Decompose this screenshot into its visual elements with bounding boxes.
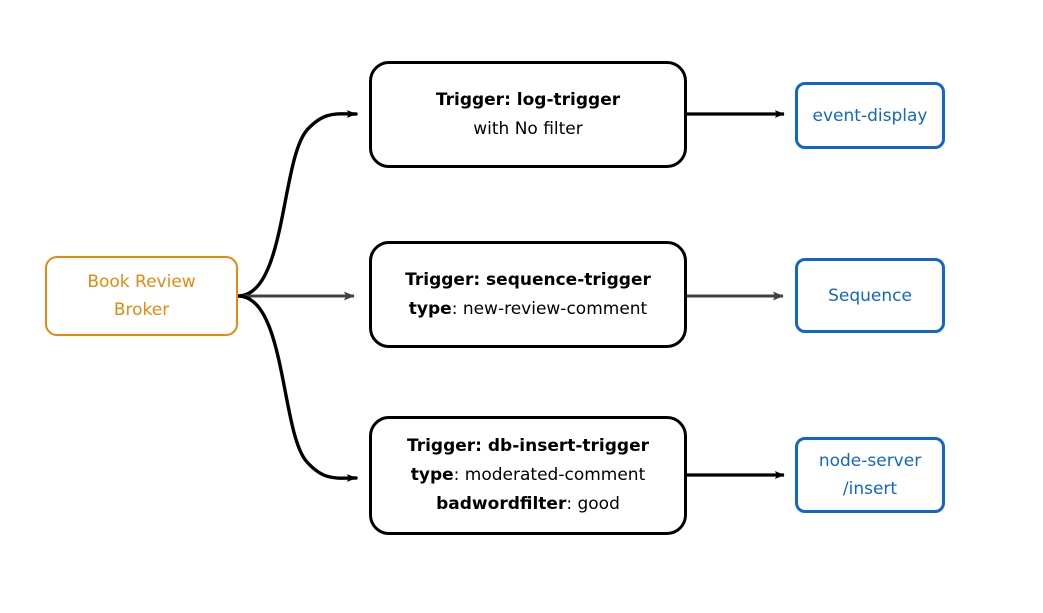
target-3-label-line-1: node-server [818, 451, 922, 471]
trigger-1-detail: with No filter [473, 115, 583, 144]
trigger-1-detail-value: with No filter [473, 118, 583, 139]
trigger-2-detail-value: : new-review-comment [451, 298, 648, 319]
node-target-sequence[interactable]: Sequence [795, 258, 945, 333]
broker-label-line-1: Book Review [87, 272, 196, 292]
node-trigger-sequence-trigger[interactable]: Trigger: sequence-trigger type: new-revi… [369, 241, 687, 348]
edge-broker-to-trigger-1 [237, 109, 358, 298]
broker-label-line-2: Broker [113, 300, 170, 320]
target-2-label: Sequence [828, 285, 912, 306]
target-1-label: event-display [812, 105, 928, 126]
node-target-event-display[interactable]: event-display [795, 82, 945, 149]
edge-broker-to-trigger-3 [237, 294, 358, 483]
node-trigger-log-trigger[interactable]: Trigger: log-trigger with No filter [369, 61, 687, 168]
trigger-3-type-value: : moderated-comment [453, 465, 646, 485]
trigger-1-title: Trigger: log-trigger [435, 89, 621, 110]
trigger-3-detail-badwordfilter: badwordfilter: good [436, 490, 620, 519]
target-3-label-line-2: /insert [842, 479, 898, 499]
trigger-2-detail: type: new-review-comment [409, 295, 647, 324]
node-book-review-broker[interactable]: Book Review Broker [45, 256, 238, 336]
trigger-3-badwordfilter-key: badwordfilter [436, 494, 567, 514]
trigger-3-detail-type: type: moderated-comment [411, 461, 646, 490]
node-target-node-server-insert[interactable]: node-server /insert [795, 437, 945, 513]
trigger-2-detail-key: type [408, 298, 452, 319]
node-trigger-db-insert-trigger[interactable]: Trigger: db-insert-trigger type: moderat… [369, 416, 687, 535]
trigger-3-title: Trigger: db-insert-trigger [406, 436, 650, 456]
trigger-2-title: Trigger: sequence-trigger [405, 269, 651, 290]
trigger-3-badwordfilter-value: : good [566, 494, 620, 514]
trigger-3-type-key: type [410, 465, 454, 485]
